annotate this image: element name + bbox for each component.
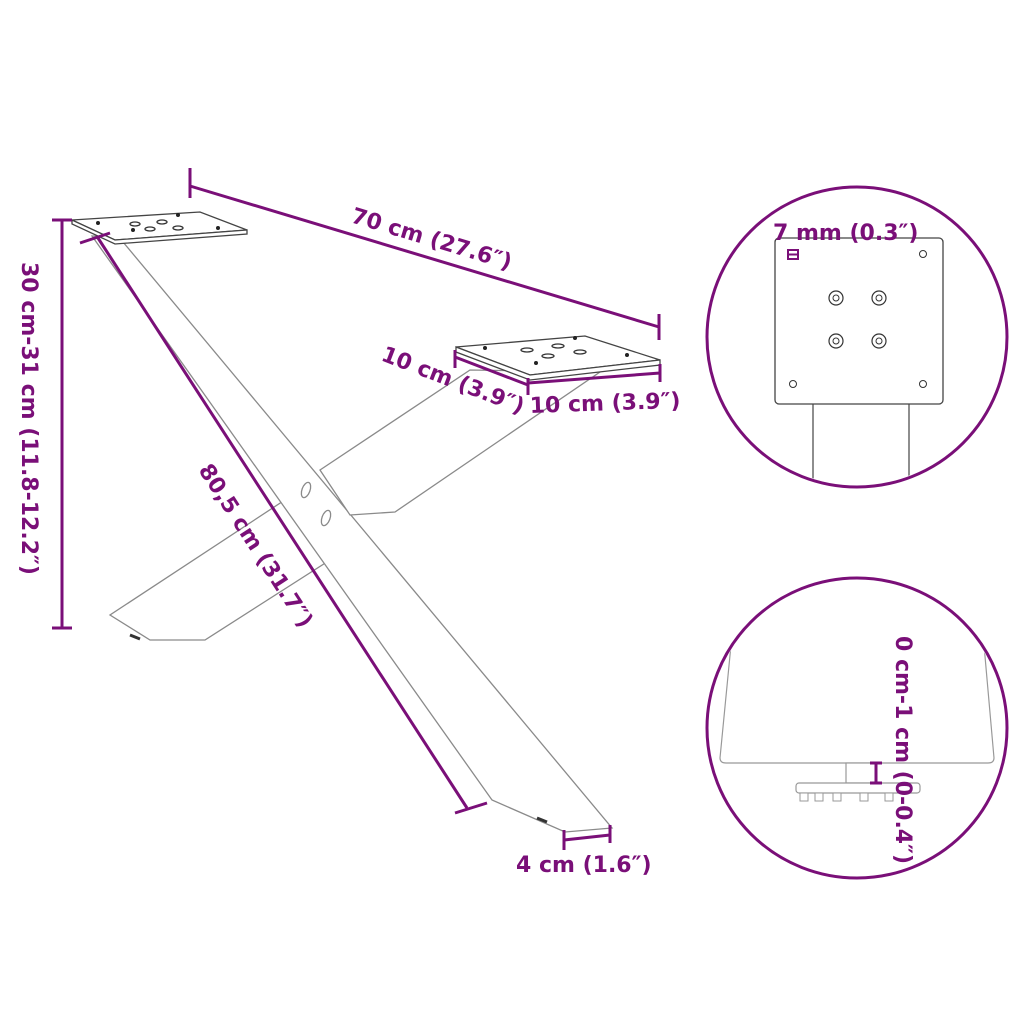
detail-leveling-foot: 0 cm-1 cm (0-0.4″) [705, 576, 1009, 880]
front-diagonal-bar [90, 235, 614, 833]
foot-teeth [799, 792, 894, 802]
joint-hole-icon [300, 481, 312, 499]
joint-hole-icon [320, 509, 332, 527]
hole-size-label: 7 mm (0.3″) [773, 221, 918, 246]
countersunk-holes [828, 290, 887, 349]
width-dimension-line [189, 184, 660, 329]
upper-right-arm [319, 369, 603, 516]
diagonal-dimension-line [96, 237, 469, 809]
plate-width-dimension-line [527, 371, 661, 385]
foot-pad [536, 816, 548, 824]
plate-depth-dimension-line [454, 355, 529, 387]
x-leg-drawing [71, 211, 661, 833]
height-label: 30 cm-31 cm (11.8-12.2″) [16, 262, 41, 575]
dimension-lines [52, 168, 662, 850]
detail-mounting-plate: 7 mm (0.3″) [705, 185, 1009, 489]
foot-pad [129, 633, 141, 641]
adjust-range-label: 0 cm-1 cm (0-0.4″) [890, 636, 915, 864]
plate-width-label: 10 cm (3.9″) [529, 389, 681, 419]
foot-width-label: 4 cm (1.6″) [516, 853, 652, 878]
foot-width-dimension-line [563, 833, 611, 842]
top-left-plate [71, 211, 248, 245]
